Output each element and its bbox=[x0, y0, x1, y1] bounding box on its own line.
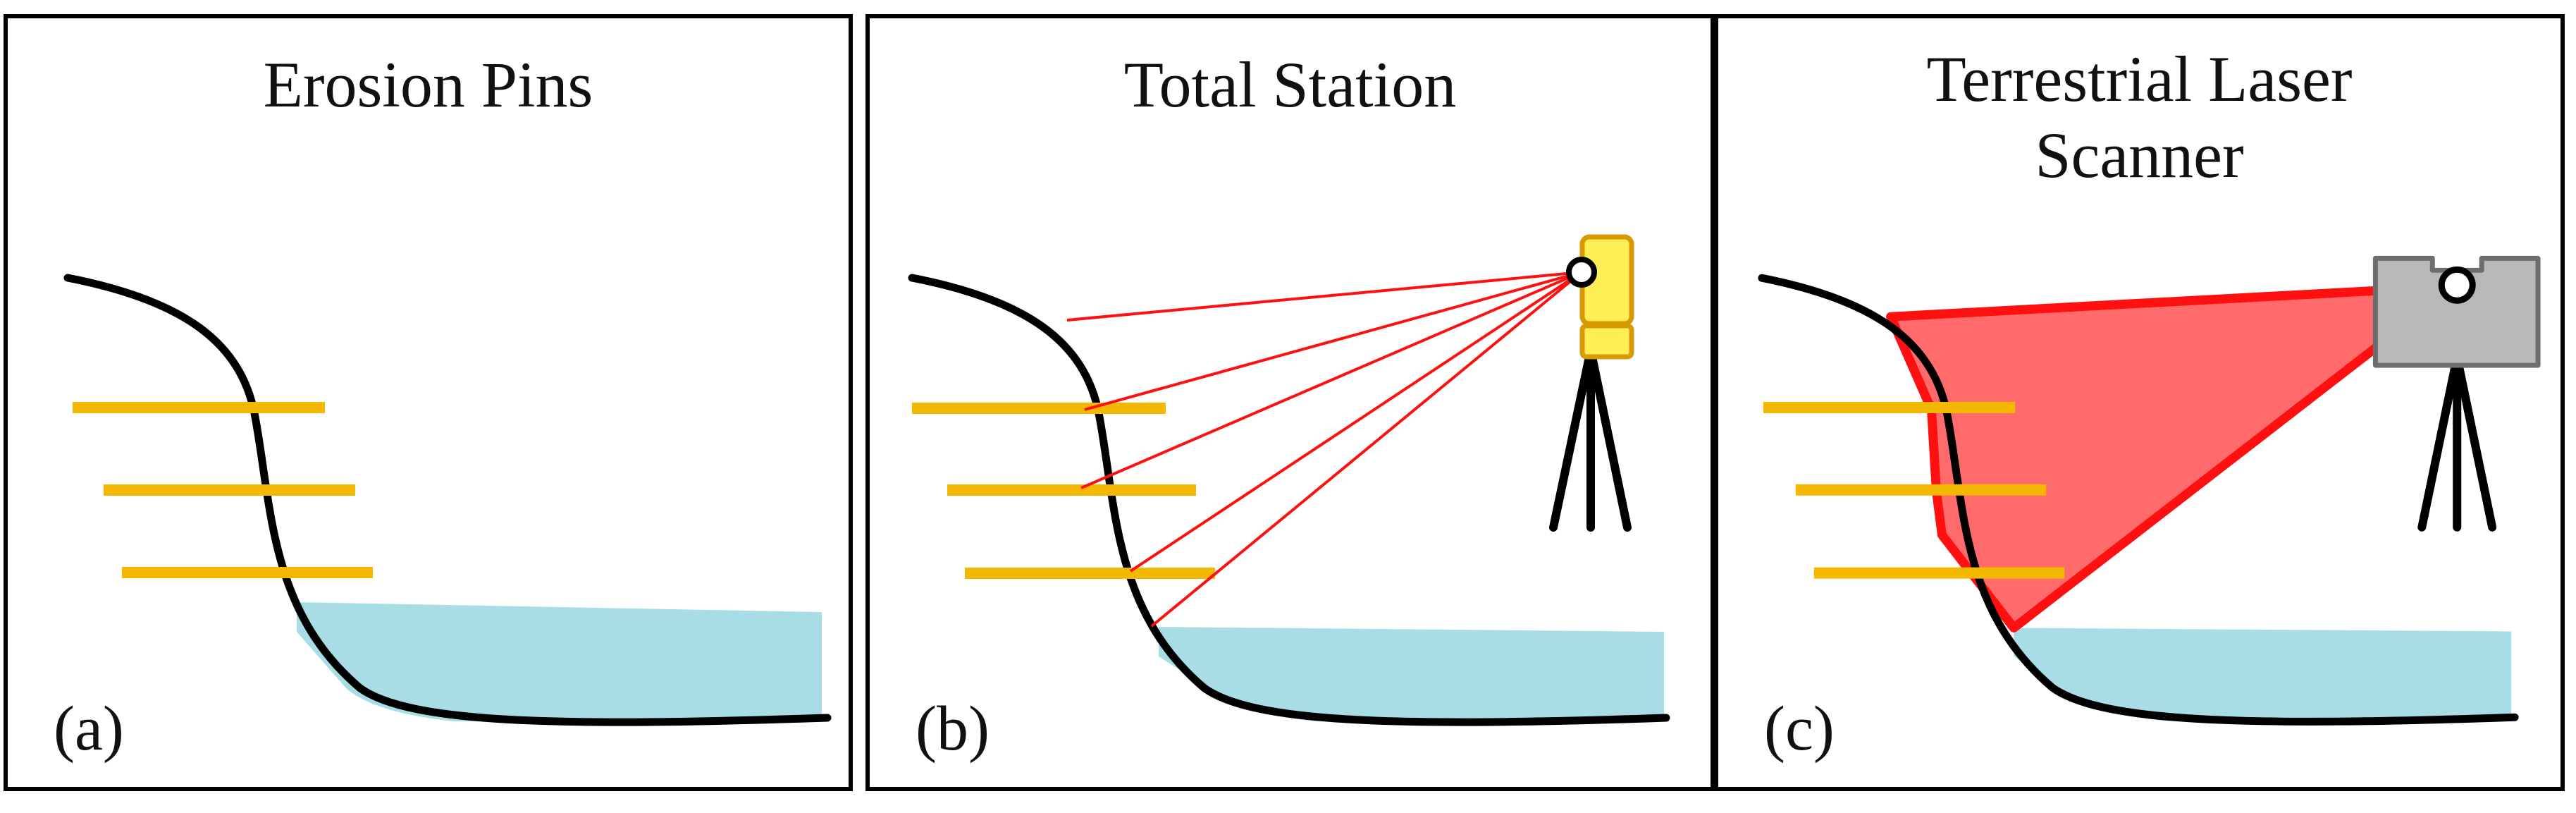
water-body bbox=[297, 602, 822, 721]
water-body bbox=[2014, 628, 2512, 721]
panel-label: (c) bbox=[1764, 694, 1835, 764]
survey-rays bbox=[1066, 271, 1583, 628]
total-station-icon bbox=[1566, 234, 1634, 360]
panel-title: Erosion Pins bbox=[263, 49, 593, 121]
panel-label: (a) bbox=[54, 694, 124, 764]
river-bank-profile bbox=[908, 274, 1670, 726]
total-station-illustration bbox=[908, 234, 1670, 726]
tripod-icon bbox=[2417, 360, 2497, 532]
water-body bbox=[1159, 627, 1664, 721]
panel-total-station: Total Station (b) bbox=[865, 14, 1715, 791]
laser-scanner-illustration bbox=[1758, 255, 2541, 726]
panel-erosion-pins: Erosion Pins (a) bbox=[4, 14, 853, 791]
river-bank-profile bbox=[63, 274, 832, 726]
river-bank-profile bbox=[1758, 274, 2519, 726]
panel-title: Terrestrial Laser Scanner bbox=[1926, 43, 2353, 191]
tripod-icon bbox=[1549, 353, 1632, 532]
panel-title: Total Station bbox=[1123, 49, 1457, 121]
laser-scanner-icon bbox=[2372, 255, 2541, 368]
panel-terrestrial-laser-scanner: Terrestrial Laser Scanner (c) bbox=[1714, 14, 2565, 791]
panel-label: (b) bbox=[916, 694, 990, 764]
erosion-pins-illustration bbox=[63, 274, 832, 726]
